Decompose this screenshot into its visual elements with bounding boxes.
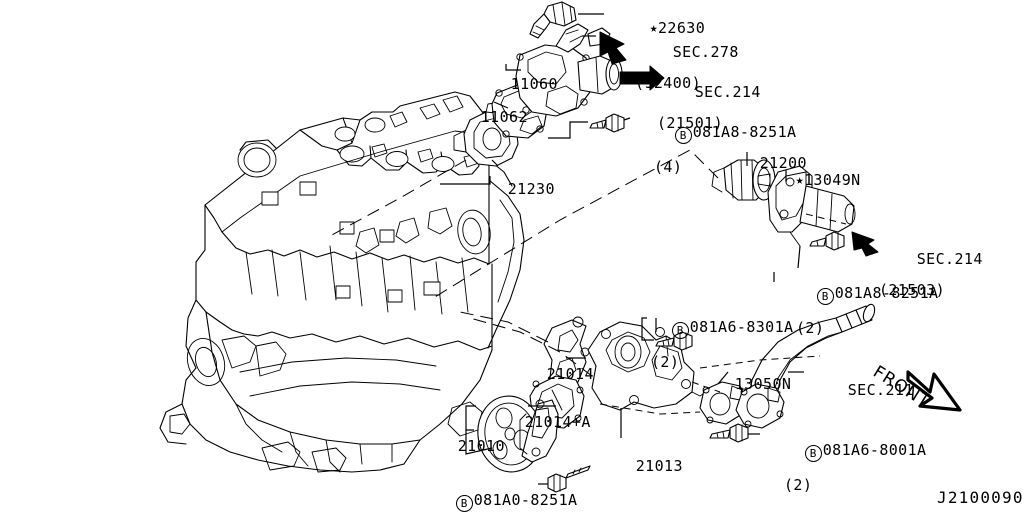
label-081A8-8251A-2-qty: (2)	[796, 318, 825, 337]
bolt-mark-icon: B	[816, 288, 834, 306]
dash-bracket-to-engine	[459, 311, 549, 343]
dash-21013-to-inlet	[691, 381, 721, 393]
label-081A6-8301A-2-qty: (2)	[651, 352, 680, 371]
label-sec214-21503: SEC.214 (21503)	[879, 250, 983, 299]
bolt-081A0-8251A	[547, 465, 591, 493]
part-11060-water-outlet	[515, 23, 623, 117]
label-081A6-8001A-2-qty: (2)	[784, 475, 813, 494]
label-21014: 21014	[546, 365, 594, 384]
label-sec214-21501: SEC.214 (21501)	[657, 83, 761, 132]
label-21013: 21013	[635, 457, 683, 476]
label-081A8-8251A-4-qty: (4)	[654, 157, 683, 176]
label-sec214-21501-sub: (21501)	[657, 113, 724, 132]
label-sec278-sub: (92400)	[635, 73, 702, 92]
label-21200: 21200	[759, 154, 807, 173]
part-21010-water-pump	[477, 395, 559, 473]
engine-block-illustration	[159, 91, 525, 473]
bolt-mark-icon: B	[674, 127, 692, 145]
bolt-081A8-8251A-right	[809, 231, 845, 251]
dash-thermostat-to-engine	[429, 149, 719, 301]
dash-21013-to-sec211	[699, 355, 821, 369]
front-arrow	[906, 370, 962, 412]
arrow-sec214-21503	[851, 231, 879, 257]
bolt-081A8-8251A-top	[589, 113, 625, 133]
label-21014A: 21014+A	[524, 413, 591, 432]
bolt-mark-icon: B	[455, 495, 473, 512]
part-sec211-water-inlet-pipe	[735, 303, 876, 429]
star-marker-13049N: ★	[795, 173, 804, 189]
label-13049N: ★13049N	[795, 171, 861, 190]
label-11060: 11060	[510, 75, 558, 94]
part-22630-coolant-temperature-sensor	[529, 1, 577, 39]
dash-pump-to-engine	[469, 317, 593, 377]
label-sec211: SEC.211	[847, 381, 914, 400]
label-sec214-21503-sub: (21503)	[879, 280, 946, 299]
arrow-sec278	[599, 31, 627, 65]
star-marker-22630: ★	[649, 21, 658, 37]
bolt-081A6-8001A	[709, 423, 749, 443]
label-21230: 21230	[507, 180, 555, 199]
arrow-sec214-21501	[619, 65, 665, 91]
label-21010: 21010	[457, 437, 505, 456]
dash-pump-base	[599, 403, 701, 415]
part-21014-bracket	[543, 316, 590, 391]
label-11062: 11062	[480, 108, 528, 127]
label-sec278: SEC.278 (92400)	[635, 43, 739, 92]
diagram-id-code: J2100090	[937, 488, 1024, 507]
label-22630: ★22630	[649, 19, 706, 38]
leader-lines	[440, 13, 804, 485]
dash-housing-to-engine	[329, 159, 467, 237]
bolt-mark-icon: B	[671, 322, 689, 340]
bolt-mark-icon: B	[804, 445, 822, 463]
label-13050N: 13050N	[734, 375, 792, 394]
dash-connector-to-right	[805, 213, 847, 225]
